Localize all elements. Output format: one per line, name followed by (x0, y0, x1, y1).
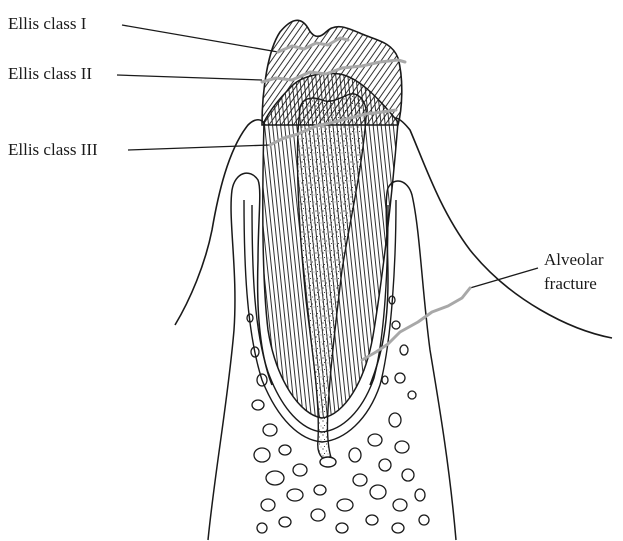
label-alveolar-line-2: fracture (544, 274, 597, 294)
tooth-body (262, 20, 402, 467)
leader-ellis-class-2 (117, 75, 262, 80)
leader-ellis-class-1 (122, 25, 278, 52)
label-ellis-class-1: Ellis class I (8, 14, 86, 34)
label-ellis-class-2: Ellis class II (8, 64, 92, 84)
leader-ellis-class-3 (128, 145, 270, 150)
label-ellis-class-3: Ellis class III (8, 140, 98, 160)
apical-foramen (320, 457, 336, 467)
label-alveolar-line-1: Alveolar (544, 250, 603, 270)
